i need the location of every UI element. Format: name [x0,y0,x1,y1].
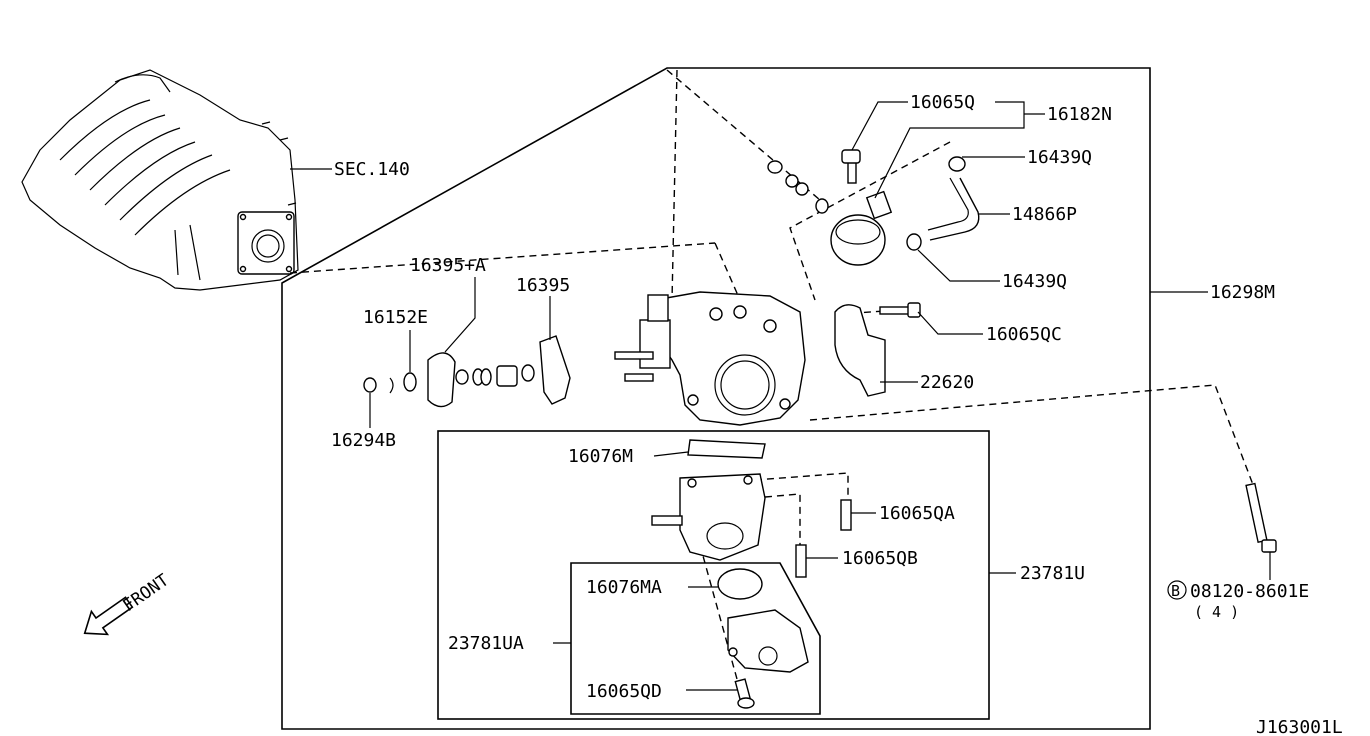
label-22620: 22620 [920,372,974,393]
sub-assembly-frame-23781UA [570,562,821,715]
screw-16065QC [879,302,921,318]
gasket-16076MA [717,568,763,600]
label-16076MA: 16076MA [586,577,662,598]
throttle-sensor-22620 [834,304,886,397]
front-direction-arrow [83,596,134,636]
air-valve-16182N [815,149,893,266]
screw-16065QB [795,544,807,578]
valve-23781UA [727,609,809,673]
bolt-symbol-circle [1167,580,1187,600]
label-16065QD: 16065QD [586,681,662,702]
label-16065QC: 16065QC [986,324,1062,345]
gasket-16076M [687,439,766,459]
label-23781UA: 23781UA [448,633,524,654]
intake-manifold-illustration [21,69,299,291]
label-16065QA: 16065QA [879,503,955,524]
leader-lines [369,101,1271,691]
label-front: FRONT [119,570,172,616]
main-assembly-frame [281,67,1151,730]
dashed-connectors [289,69,1256,691]
screw-16065QA [840,499,852,531]
label-16065Q: 16065Q [910,92,975,113]
label-16182N: 16182N [1047,104,1112,125]
bolt-08120-8601E [1245,482,1277,553]
label-16076M: 16076M [568,446,633,467]
label-16298M: 16298M [1210,282,1275,303]
screw-16065QD [734,678,755,709]
label-bolt-qty: ( 4 ) [1194,603,1239,621]
throttle-body-illustration [614,291,806,426]
label-16065QB: 16065QB [842,548,918,569]
diagram-id: J163001L [1256,717,1343,736]
valve-body-23781U [651,473,766,561]
label-16294B: 16294B [331,430,396,451]
label-16439Q-top: 16439Q [1027,147,1092,168]
label-16152E: 16152E [363,307,428,328]
hose-14866P [906,156,980,251]
linkage-parts [363,335,571,408]
bolt-symbol-letter: B [1171,582,1180,600]
label-23781U: 23781U [1020,563,1085,584]
label-bolt-code: 08120-8601E [1190,581,1309,602]
label-16395: 16395 [516,275,570,296]
sub-assembly-frame-23781U [437,430,990,720]
label-16439Q-bottom: 16439Q [1002,271,1067,292]
label-14866P: 14866P [1012,204,1077,225]
label-sec140: SEC.140 [334,159,410,180]
washers-near-valve [767,160,809,196]
label-16395A: 16395+A [410,255,486,276]
